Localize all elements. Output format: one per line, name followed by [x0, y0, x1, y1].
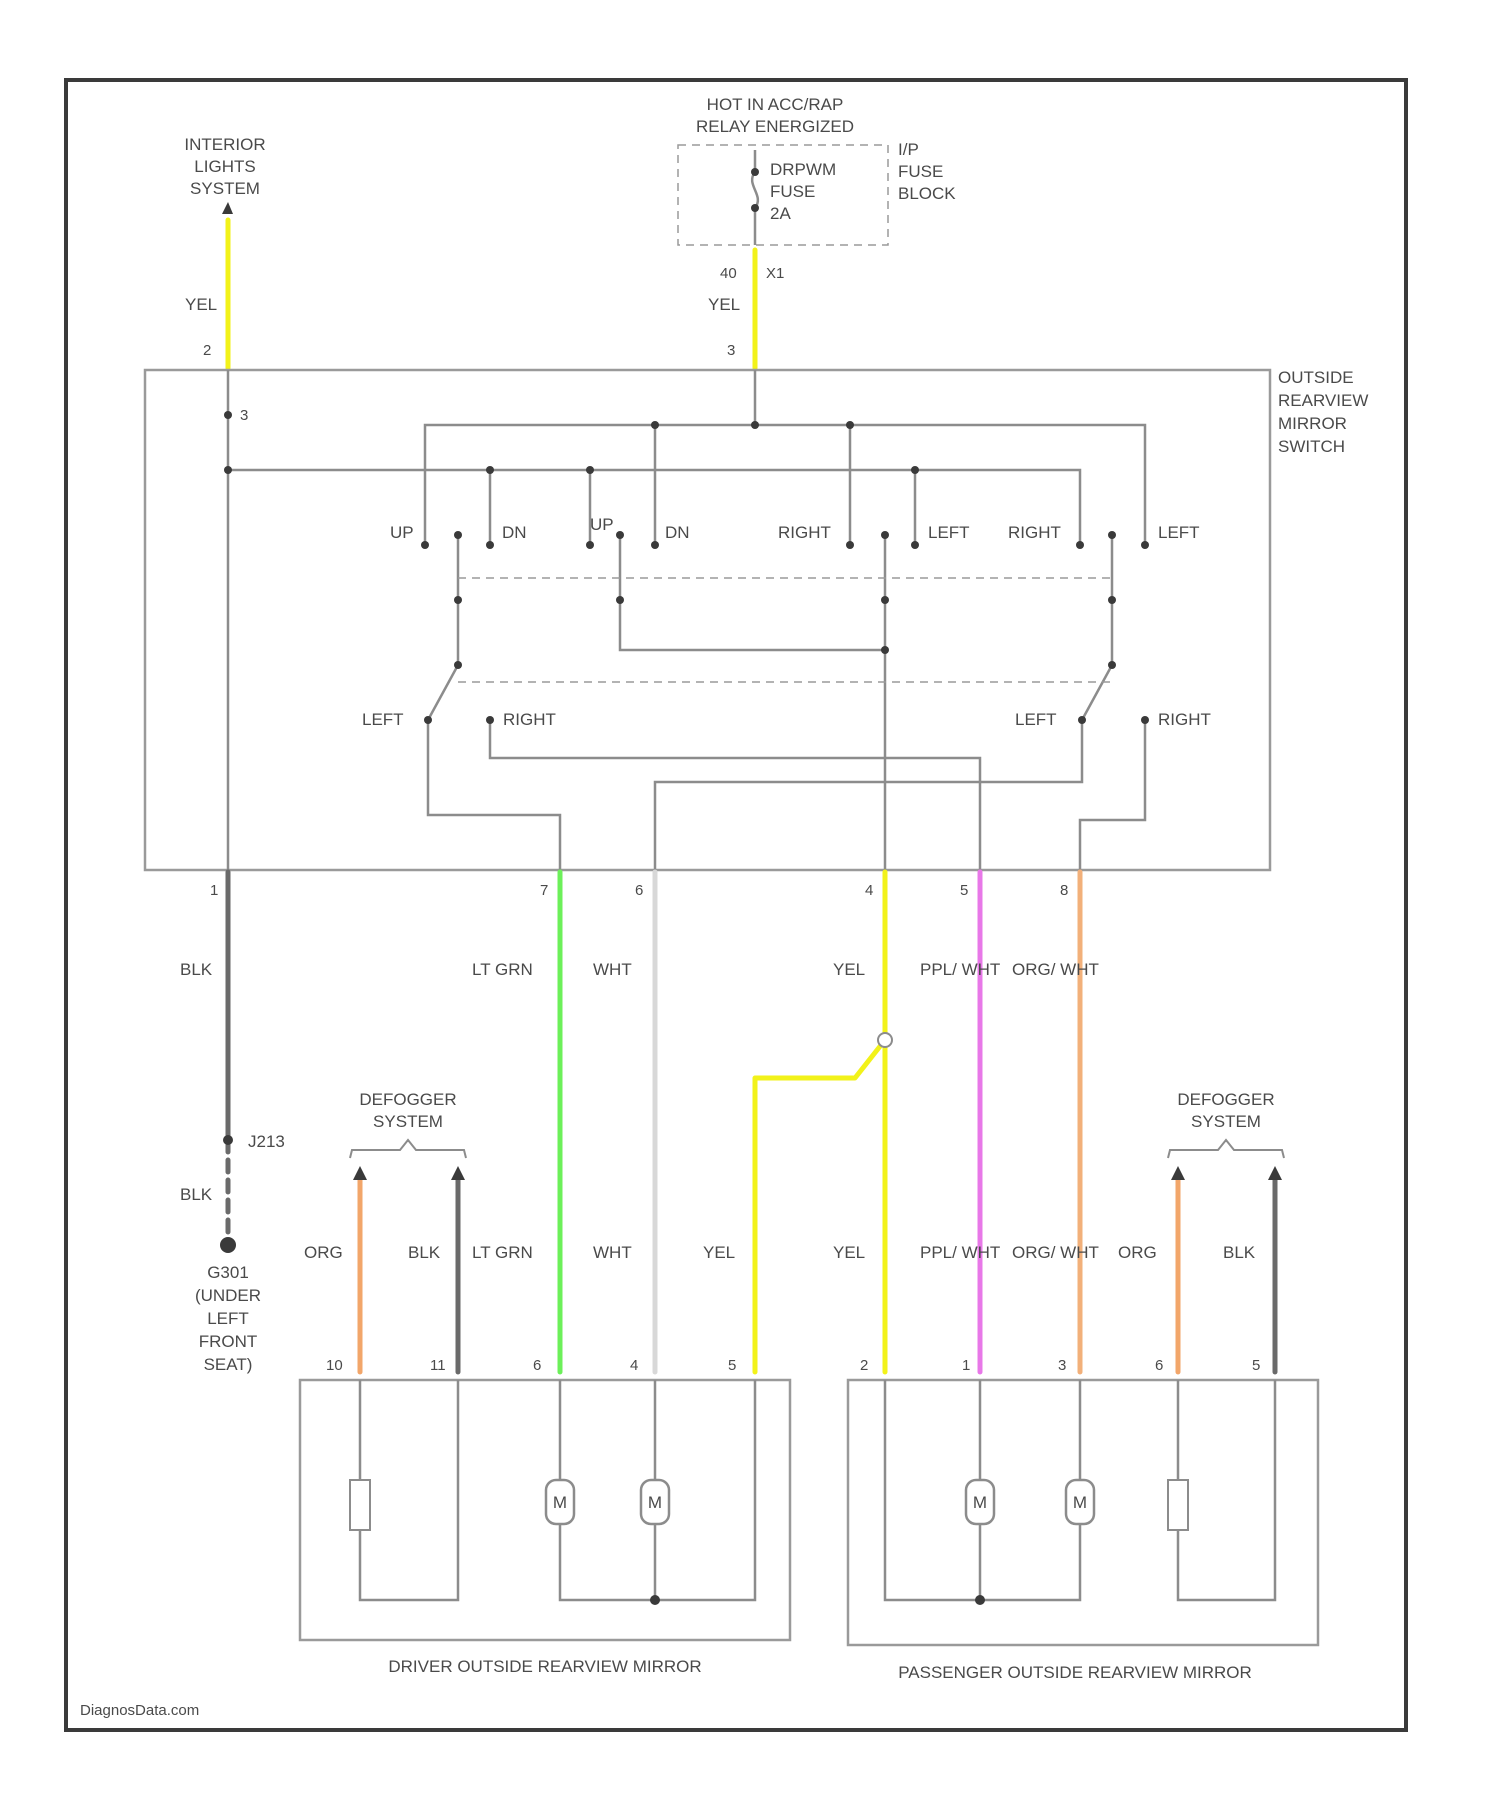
splice-j213-dot — [223, 1135, 233, 1145]
switch-label-right1: RIGHT — [778, 523, 831, 542]
passenger-mirror-label: PASSENGER OUTSIDE REARVIEW MIRROR — [898, 1663, 1252, 1682]
switch-label-dn1: DN — [502, 523, 527, 542]
svg-text:M: M — [648, 1493, 662, 1512]
switch-label-left2: LEFT — [1158, 523, 1200, 542]
selector-label-left1: LEFT — [362, 710, 404, 729]
svg-text:M: M — [973, 1493, 987, 1512]
pin-sw-b4: 4 — [865, 882, 873, 899]
wire-label-yel-top: YEL — [833, 960, 865, 979]
defogger-brace-right — [1168, 1140, 1284, 1158]
driver-mirror-label: DRIVER OUTSIDE REARVIEW MIRROR — [388, 1657, 701, 1676]
wire-label-org-dl: ORG — [304, 1243, 343, 1262]
pin-sw-inner: 3 — [240, 407, 248, 424]
wire-label-org-dr: ORG — [1118, 1243, 1157, 1262]
switch-label-up1: UP — [390, 523, 414, 542]
wire-label-yel-right: YEL — [708, 295, 740, 314]
defogger-arrow-left-org — [353, 1166, 367, 1180]
switch-label-left1: LEFT — [928, 523, 970, 542]
selector-label-left2: LEFT — [1015, 710, 1057, 729]
pin-sw-b1: 1 — [210, 882, 218, 899]
pin-pm2: 1 — [962, 1357, 970, 1374]
wire-label-pplwht-bot: PPL/ WHT — [920, 1243, 1000, 1262]
pin-sw-top-right: 3 — [727, 342, 735, 359]
interior-lights-arrow — [222, 202, 233, 214]
switch-junction-dots — [224, 411, 1149, 724]
wire-label-blk-bottom: BLK — [180, 1185, 213, 1204]
wire-label-wht-top: WHT — [593, 960, 632, 979]
wire-label-ltgrn-bot: LT GRN — [472, 1243, 533, 1262]
passenger-motor-2: M — [1066, 1480, 1094, 1524]
pin-dm5: 5 — [728, 1357, 736, 1374]
ground-point — [220, 1237, 236, 1253]
pin-sw-b3: 6 — [635, 882, 643, 899]
wire-label-pplwht-top: PPL/ WHT — [920, 960, 1000, 979]
wire-label-blk-dr: BLK — [1223, 1243, 1256, 1262]
wire-label-wht-bot: WHT — [593, 1243, 632, 1262]
fuse-pin-right: X1 — [766, 265, 784, 282]
driver-motor-1: M — [546, 1480, 574, 1524]
defogger-arrow-right-org — [1171, 1166, 1185, 1180]
selector-label-right2: RIGHT — [1158, 710, 1211, 729]
selector-label-right1: RIGHT — [503, 710, 556, 729]
defogger-arrow-right-blk — [1268, 1166, 1282, 1180]
fuse-element — [752, 150, 758, 245]
svg-text:M: M — [553, 1493, 567, 1512]
fuse-pin-left: 40 — [720, 265, 737, 282]
watermark: DiagnosData.com — [80, 1702, 199, 1719]
mirror-switch-box[interactable] — [145, 370, 1270, 870]
pin-dm3: 6 — [533, 1357, 541, 1374]
wire-label-orgwht-bot: ORG/ WHT — [1012, 1243, 1099, 1262]
pin-dm2: 11 — [430, 1357, 446, 1374]
pin-dm4: 4 — [630, 1357, 638, 1374]
switch-internal-wiring — [228, 370, 1145, 870]
pin-sw-b5: 5 — [960, 882, 968, 899]
wire-label-blk-top: BLK — [180, 960, 213, 979]
defogger-arrow-left-blk — [451, 1166, 465, 1180]
pin-sw-top-left: 2 — [203, 342, 211, 359]
wire-label-yel-bot-l: YEL — [703, 1243, 735, 1262]
wire-label-yel-left: YEL — [185, 295, 217, 314]
wire-label-ltgrn-top: LT GRN — [472, 960, 533, 979]
svg-text:M: M — [1073, 1493, 1087, 1512]
defogger-brace-left — [350, 1140, 466, 1158]
driver-motor-2: M — [641, 1480, 669, 1524]
wire-label-yel-bot-r: YEL — [833, 1243, 865, 1262]
pin-sw-b2: 7 — [540, 882, 548, 899]
wire-label-orgwht-top: ORG/ WHT — [1012, 960, 1099, 979]
wire-label-blk-dl: BLK — [408, 1243, 441, 1262]
pin-pm4: 6 — [1155, 1357, 1163, 1374]
pin-pm5: 5 — [1252, 1357, 1260, 1374]
splice-j213-label: J213 — [248, 1132, 285, 1151]
switch-label-right2: RIGHT — [1008, 523, 1061, 542]
splice-yel — [878, 1033, 892, 1047]
switch-label-dn2: DN — [665, 523, 690, 542]
passenger-motor-1: M — [966, 1480, 994, 1524]
pin-dm1: 10 — [326, 1357, 343, 1374]
pin-pm1: 2 — [860, 1357, 868, 1374]
diagram-frame — [66, 80, 1406, 1730]
wire-yel-branch[interactable] — [755, 1040, 885, 1372]
pin-sw-b6: 8 — [1060, 882, 1068, 899]
switch-label-up2: UP — [590, 515, 614, 534]
pin-pm3: 3 — [1058, 1357, 1066, 1374]
